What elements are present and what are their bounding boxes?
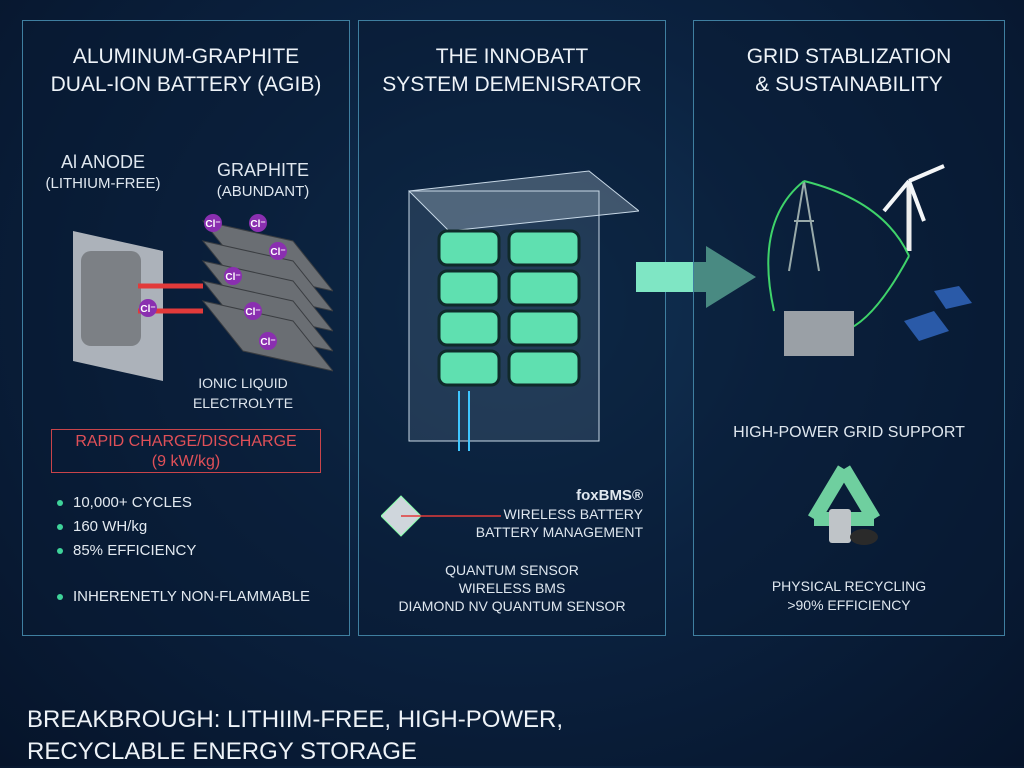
bullet-efficiency: 85% EFFICIENCY — [57, 542, 196, 559]
chloride-ion-icons — [139, 214, 287, 350]
ion-label: Cl⁻ — [245, 307, 260, 318]
grid-support-label: HIGH-POWER GRID SUPPORT — [733, 424, 965, 441]
grid-illustration — [767, 164, 972, 356]
rapid-charge-box: RAPID CHARGE/DISCHARGE(9 kW/kg) — [51, 429, 321, 473]
chloride-ion-labels: Cl⁻ Cl⁻ Cl⁻ Cl⁻ Cl⁻ Cl⁻ Cl⁻ — [140, 219, 285, 348]
recycle-icon — [807, 465, 881, 545]
ion-label: Cl⁻ — [260, 337, 275, 348]
battery-cell-illustration: Cl⁻ Cl⁻ Cl⁻ Cl⁻ Cl⁻ Cl⁻ Cl⁻ — [73, 214, 333, 381]
ion-label: Cl⁻ — [205, 219, 220, 230]
panel-title: GRID STABLIZATION& SUSTAINABILITY — [746, 45, 952, 96]
graphite-label: GRAPHITE(ABUNDANT) — [216, 160, 310, 200]
ion-label: Cl⁻ — [270, 247, 285, 258]
ion-label: Cl⁻ — [250, 219, 265, 230]
bullet-cycles: 10,000+ CYCLES — [57, 494, 192, 511]
grid-panel: GRID STABLIZATION& SUSTAINABILITY HIGH-P… — [693, 20, 1005, 636]
battery-module-illustration — [407, 170, 639, 451]
flow-arrow-icon — [636, 246, 756, 308]
recycling-label: PHYSICAL RECYCLING>90% EFFICIENCY — [771, 578, 927, 613]
diamond-sensor-icon — [381, 495, 501, 537]
bullet-energy: 160 WH/kg — [57, 518, 147, 535]
bullet-non-flammable: INHERENETLY NON-FLAMMABLE — [57, 588, 310, 605]
ion-label: Cl⁻ — [140, 304, 155, 315]
footer-headline: BREAKBROUGH: LITHIIM-FREE, HIGH-POWER,RE… — [27, 706, 564, 765]
ion-label: Cl⁻ — [225, 272, 240, 283]
anode-label: Al ANODE(LITHIUM-FREE) — [45, 152, 161, 192]
